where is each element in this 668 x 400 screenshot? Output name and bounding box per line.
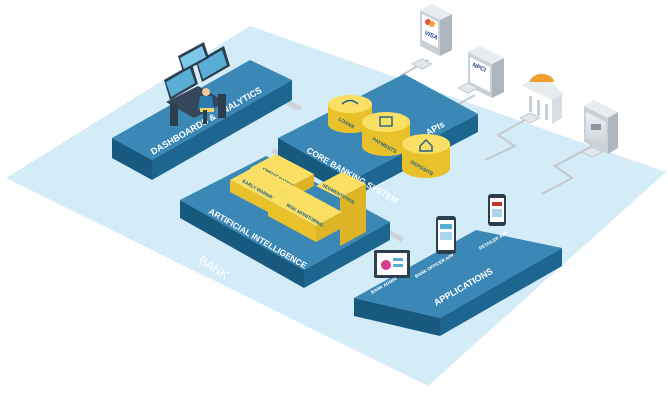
partner-server [584, 100, 618, 154]
core-module-deposits: DEPOSITS [402, 134, 450, 178]
visa-label: VISA [423, 30, 439, 42]
server-icon [591, 124, 601, 130]
deposits-icon [419, 139, 433, 152]
api-sockets [411, 58, 603, 158]
analyst-workstation-icon [164, 42, 230, 126]
payments-icon [379, 116, 393, 127]
applications-platform: APPLICATIONS [354, 230, 562, 336]
core-module-loans: LOANS [328, 95, 372, 133]
core-module-payments: PAYMENTS [362, 112, 410, 156]
partner-central-bank [522, 72, 564, 124]
loans-icon [341, 99, 359, 105]
bank-building-icon [530, 74, 554, 82]
ai-module-risk-monitoring: RISK MONITORING [268, 186, 342, 242]
partner-visa-mastercard: VISA [420, 4, 452, 56]
bank-admin-app: BANK ADMIN [370, 250, 410, 295]
npci-label: NPCI [471, 62, 487, 74]
ai-module-early-warning: EARLY WARNING [230, 166, 294, 212]
partner-npci: NPCI [468, 46, 504, 98]
